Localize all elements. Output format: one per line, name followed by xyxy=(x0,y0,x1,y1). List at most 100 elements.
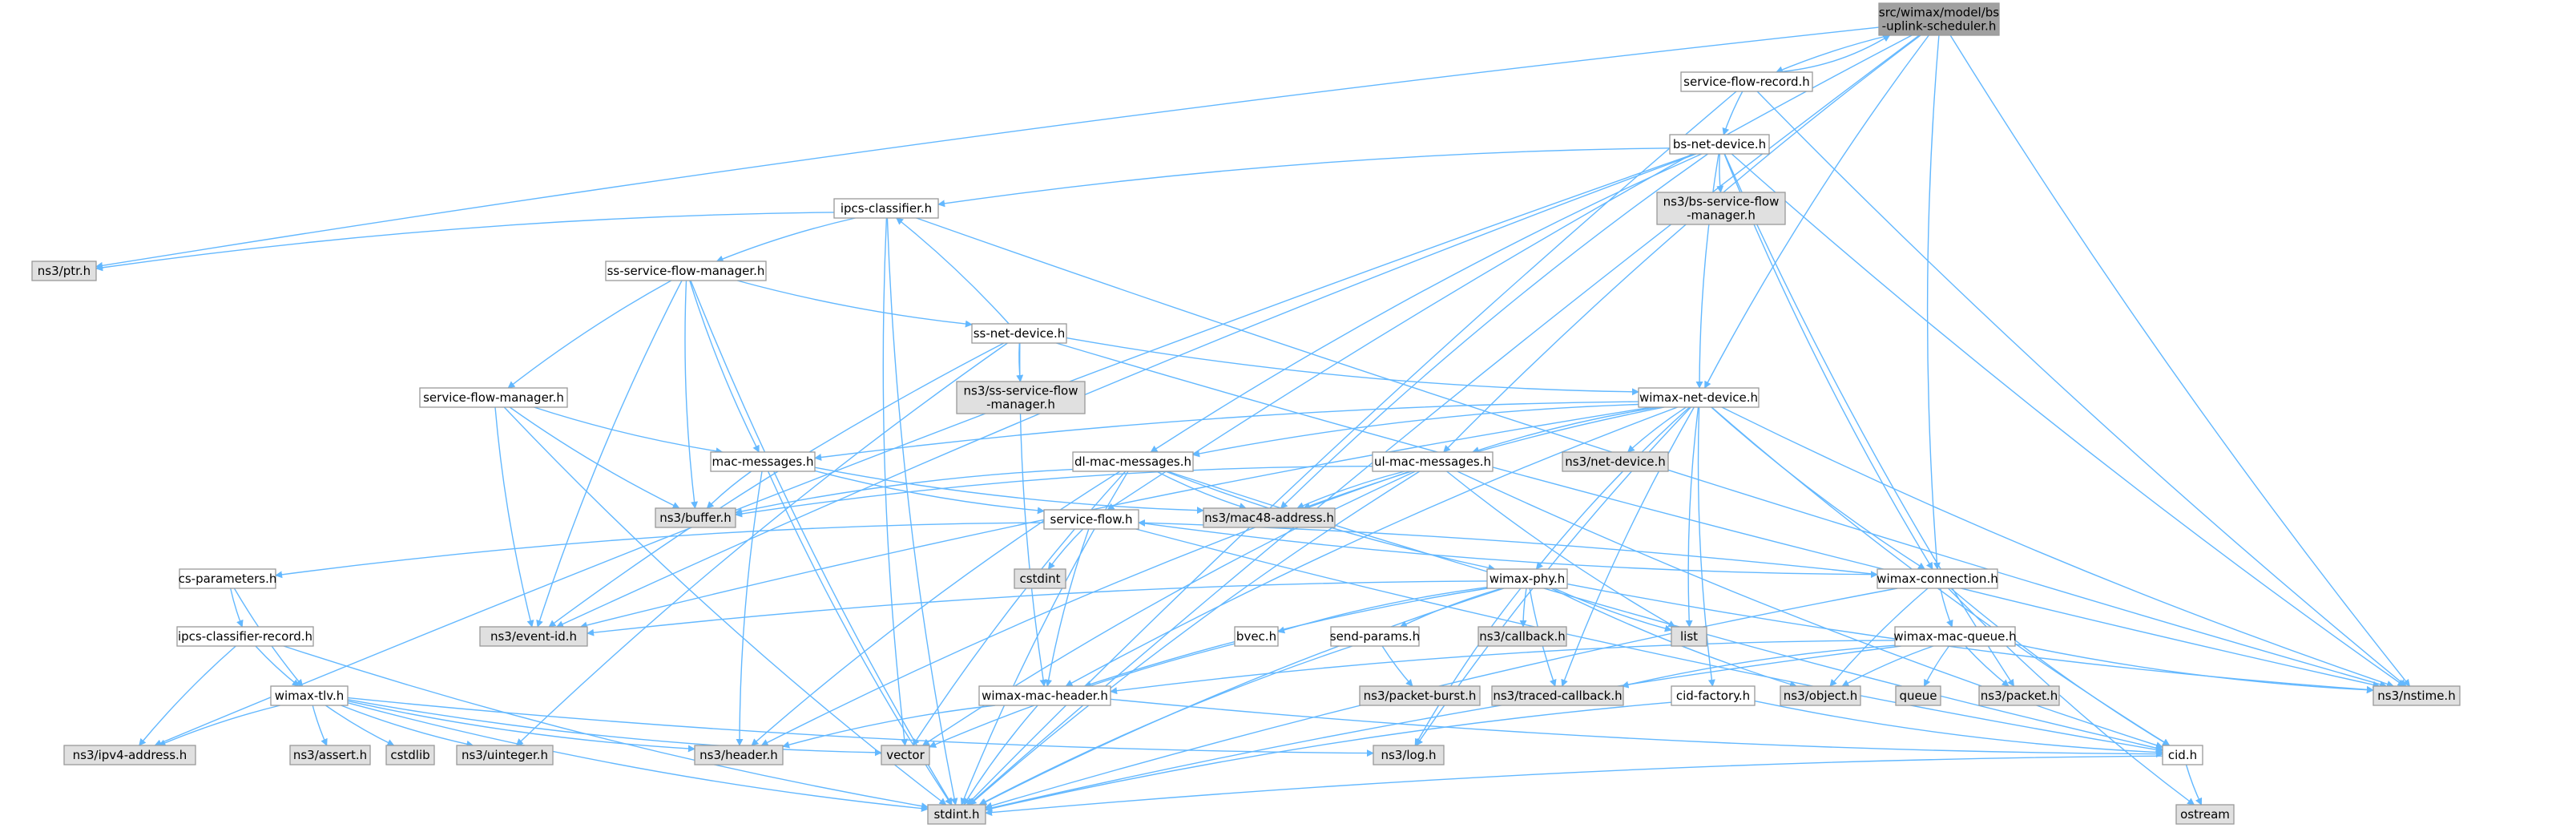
node-dl-mac-messages[interactable]: dl-mac-messages.h xyxy=(1072,451,1194,472)
node-box xyxy=(1669,134,1770,155)
node-stdint: stdint.h xyxy=(927,804,986,825)
node-ns3-ipv4-address: ns3/ipv4-address.h xyxy=(63,745,196,765)
edge-ul-mac-messages-to-stdint xyxy=(969,471,1421,806)
node-box xyxy=(956,381,1086,414)
edge-service-flow-record-to-bs-net-device xyxy=(1722,91,1744,135)
edge-wimax-tlv-to-cstdlib xyxy=(325,705,395,746)
node-label: ns3/ipv4-address.h xyxy=(73,748,187,762)
edge-service-flow-to-cid xyxy=(1135,528,2163,753)
node-label: ul-mac-messages.h xyxy=(1374,454,1491,469)
edge-mac-messages-to-ns3-buffer xyxy=(706,471,752,509)
node-wimax-connection[interactable]: wimax-connection.h xyxy=(1877,568,1998,589)
edge-wimax-net-device-to-ns3-mac48-address xyxy=(1303,406,1665,510)
node-cs-parameters[interactable]: cs-parameters.h xyxy=(179,568,277,589)
edge-wimax-net-device-to-ns3-net-device xyxy=(1627,406,1687,453)
edge-ss-net-device-to-ns3-nstime xyxy=(1056,342,2380,689)
node-ipcs-classifier-record[interactable]: ipcs-classifier-record.h xyxy=(176,626,314,647)
node-ns3-event-id: ns3/event-id.h xyxy=(479,626,588,647)
node-wimax-phy[interactable]: wimax-phy.h xyxy=(1486,568,1568,589)
edge-ss-service-flow-manager-to-ss-net-device xyxy=(736,280,973,328)
edge-wimax-connection-to-wimax-mac-queue xyxy=(1940,588,1953,628)
node-box xyxy=(385,745,435,765)
edge-wimax-phy-to-list xyxy=(1554,588,1672,632)
node-label: -manager.h xyxy=(1687,208,1756,223)
node-box xyxy=(1477,626,1567,647)
node-mac-messages[interactable]: mac-messages.h xyxy=(710,451,816,472)
node-box xyxy=(176,626,314,647)
edge-ss-net-device-to-wimax-net-device xyxy=(1066,337,1639,396)
edge-wimax-phy-to-ns3-event-id xyxy=(587,580,1488,636)
node-cid[interactable]: cid.h xyxy=(2162,745,2203,765)
edge-wimax-mac-queue-to-ns3-nstime xyxy=(2014,643,2374,694)
node-bvec[interactable]: bvec.h xyxy=(1234,626,1279,647)
node-label: cstdint xyxy=(1019,572,1060,586)
edge-service-flow-to-cs-parameters xyxy=(275,522,1045,579)
node-box xyxy=(1330,626,1420,647)
edge-wimax-phy-to-wimax-mac-header xyxy=(1083,588,1488,688)
node-box xyxy=(927,804,986,825)
node-box xyxy=(1373,745,1445,765)
node-ss-service-flow-manager[interactable]: ss-service-flow-manager.h xyxy=(605,261,767,281)
node-box xyxy=(1043,509,1139,530)
node-box xyxy=(1780,685,1861,706)
node-label: queue xyxy=(1900,689,1937,703)
node-ss-net-device[interactable]: ss-net-device.h xyxy=(971,323,1067,344)
node-wimax-mac-header[interactable]: wimax-mac-header.h xyxy=(978,685,1111,706)
node-cstdlib: cstdlib xyxy=(385,745,435,765)
node-service-flow-manager[interactable]: service-flow-manager.h xyxy=(419,387,568,408)
edge-bs-net-device-to-wimax-net-device xyxy=(1695,153,1719,389)
node-box xyxy=(833,198,939,219)
node-ul-mac-messages[interactable]: ul-mac-messages.h xyxy=(1372,451,1494,472)
node-box xyxy=(1671,685,1756,706)
edge-cid-factory-to-stdint xyxy=(985,701,1672,812)
node-cid-factory[interactable]: cid-factory.h xyxy=(1671,685,1756,706)
node-label: wimax-connection.h xyxy=(1877,572,1998,586)
edge-ss-net-device-to-ns3-uinteger xyxy=(515,342,1008,746)
node-root[interactable]: src/wimax/model/bs-uplink-scheduler.h xyxy=(1878,2,2000,36)
node-send-params[interactable]: send-params.h xyxy=(1330,626,1420,647)
edge-service-flow-record-to-root xyxy=(1776,34,1891,73)
node-ipcs-classifier[interactable]: ipcs-classifier.h xyxy=(833,198,939,219)
edge-service-flow-manager-to-mac-messages xyxy=(534,406,724,455)
edge-wimax-net-device-to-cid-factory xyxy=(1697,406,1715,687)
node-wimax-tlv[interactable]: wimax-tlv.h xyxy=(270,685,349,706)
node-box xyxy=(1878,2,2000,36)
node-label: ns3/bs-service-flow xyxy=(1663,195,1780,209)
node-label: wimax-tlv.h xyxy=(275,689,345,703)
node-label: wimax-mac-header.h xyxy=(982,689,1108,703)
edge-wimax-net-device-to-wimax-mac-header xyxy=(1065,406,1678,687)
edge-root-to-service-flow-record xyxy=(1776,34,1890,74)
edge-root-to-ns3-nstime xyxy=(1949,34,2411,687)
node-ns3-packet: ns3/packet.h xyxy=(1978,685,2060,706)
edge-wimax-connection-to-cid xyxy=(1950,588,2171,746)
node-label: ns3/ss-service-flow xyxy=(964,384,1078,398)
node-label: ns3/event-id.h xyxy=(490,629,577,644)
edge-mac-messages-to-ns3-mac48-address xyxy=(814,467,1204,515)
edge-wimax-mac-queue-to-ns3-object xyxy=(1841,645,1934,687)
node-service-flow[interactable]: service-flow.h xyxy=(1043,509,1139,530)
node-label: ns3/object.h xyxy=(1784,689,1857,703)
node-box xyxy=(2162,745,2203,765)
node-label: wimax-net-device.h xyxy=(1639,390,1758,405)
node-bs-net-device[interactable]: bs-net-device.h xyxy=(1669,134,1770,155)
node-label: -manager.h xyxy=(986,398,1055,412)
node-label: bs-net-device.h xyxy=(1673,137,1766,151)
edge-root-to-service-flow xyxy=(1107,34,1913,511)
edge-ipcs-classifier-to-vector xyxy=(882,217,909,746)
node-box xyxy=(710,451,816,472)
node-cstdint: cstdint xyxy=(1014,568,1066,589)
node-box xyxy=(655,507,736,528)
edge-wimax-phy-to-ns3-log xyxy=(1414,588,1522,746)
node-box xyxy=(605,261,767,281)
node-service-flow-record[interactable]: service-flow-record.h xyxy=(1680,71,1813,92)
edge-wimax-net-device-to-ul-mac-messages xyxy=(1471,406,1659,454)
edge-wimax-mac-queue-to-ns3-packet xyxy=(1965,645,2010,687)
edge-ss-net-device-to-ns3-event-id xyxy=(548,342,1005,628)
node-label: ns3/uinteger.h xyxy=(462,748,548,762)
node-wimax-mac-queue[interactable]: wimax-mac-queue.h xyxy=(1893,626,2017,647)
node-box xyxy=(978,685,1111,706)
edge-wimax-mac-queue-to-wimax-mac-header xyxy=(1110,640,1896,695)
node-label: mac-messages.h xyxy=(712,454,814,469)
node-ns3-buffer: ns3/buffer.h xyxy=(655,507,736,528)
node-wimax-net-device[interactable]: wimax-net-device.h xyxy=(1638,387,1760,408)
